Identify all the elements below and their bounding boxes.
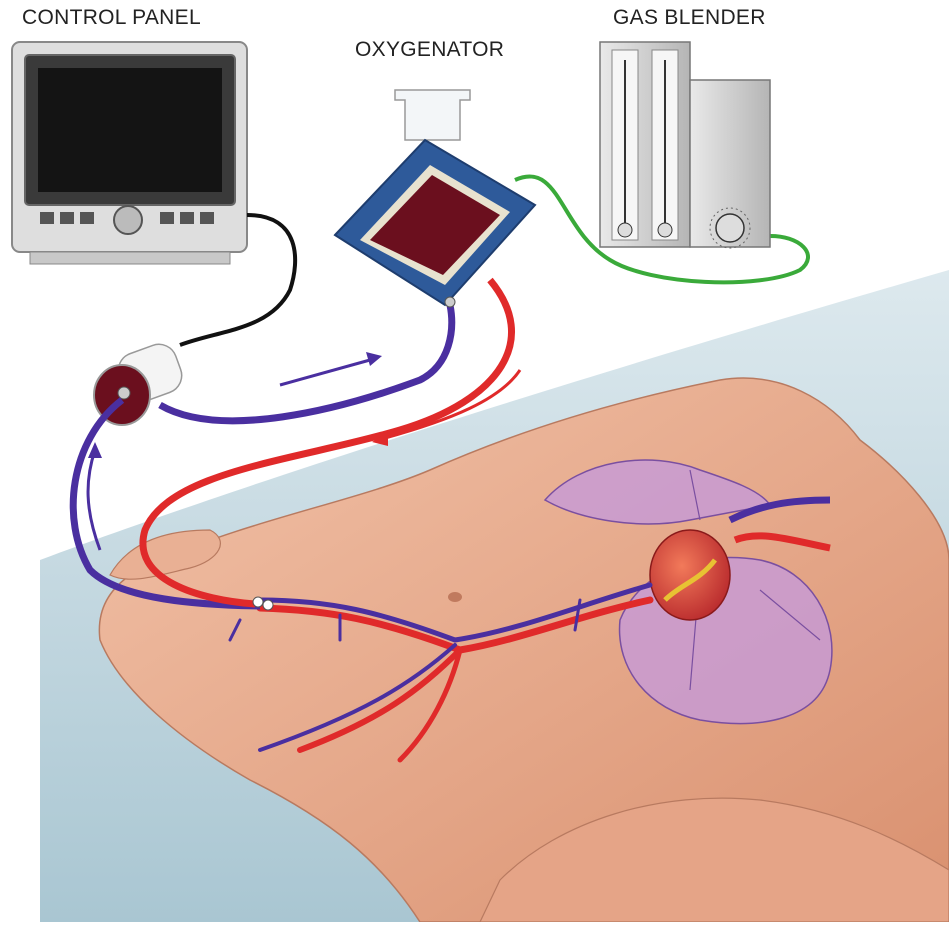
flowmeter-icon <box>600 42 770 248</box>
oxygenator-label: OXYGENATOR <box>355 38 504 62</box>
control-panel-label: CONTROL PANEL <box>22 6 201 30</box>
control-panel-monitor <box>12 42 247 264</box>
gas-blender-label: GAS BLENDER <box>613 6 766 30</box>
pump-to-oxygenator-line <box>160 305 452 421</box>
oxygenator-icon <box>335 90 535 307</box>
venous-flow-arrow <box>88 450 100 550</box>
